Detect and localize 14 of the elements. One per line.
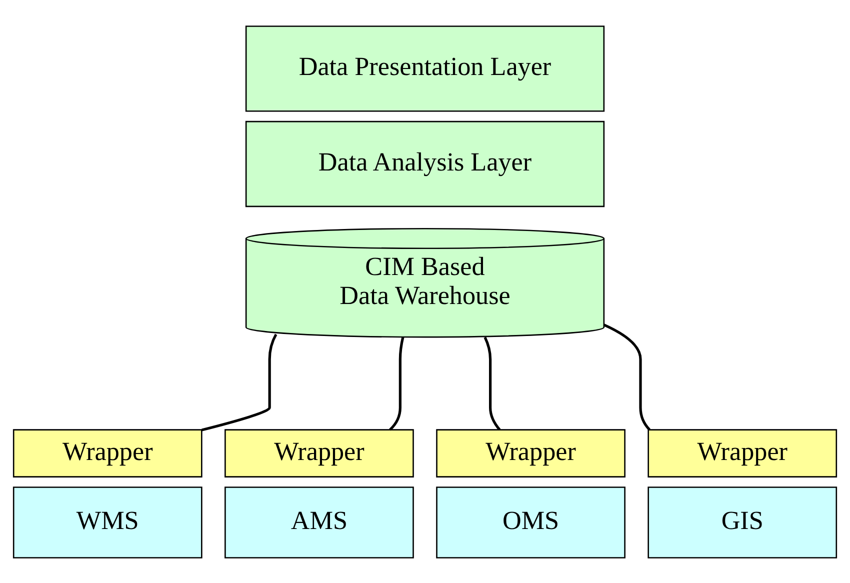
node-box: Wrapper: [12, 428, 202, 477]
node-box: AMS: [224, 486, 414, 558]
connector: [202, 333, 278, 431]
connector: [484, 336, 501, 430]
node-box: Data Presentation Layer: [245, 25, 605, 112]
connector: [603, 323, 650, 430]
node-box: Wrapper: [436, 428, 626, 477]
node-box: OMS: [436, 486, 626, 558]
connector: [389, 336, 404, 430]
node-box: Wrapper: [648, 428, 838, 477]
node-box: Data Analysis Layer: [245, 120, 605, 207]
node-box: GIS: [648, 486, 838, 558]
node-box: WMS: [12, 486, 202, 558]
node-box: Wrapper: [224, 428, 414, 477]
